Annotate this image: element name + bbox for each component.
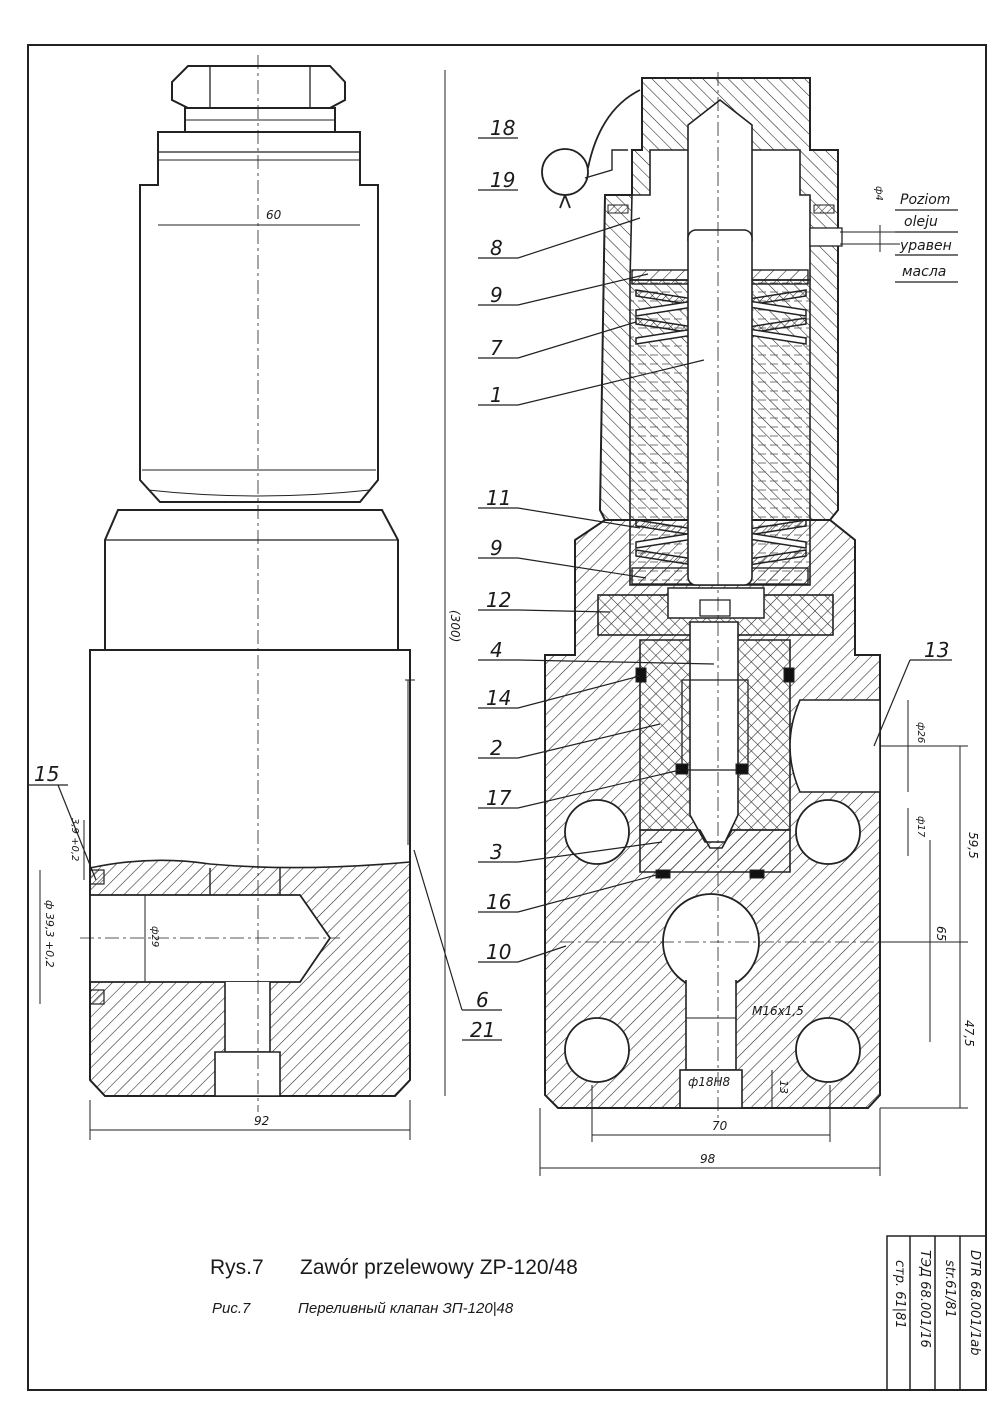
dim-phi4: ф4 (873, 186, 884, 201)
callout-13: 13 (924, 638, 950, 662)
callout-12: 12 (486, 588, 512, 612)
leader-lines (28, 137, 958, 1041)
callout-8: 8 (490, 236, 503, 260)
left-view (80, 55, 411, 1112)
dim-98: 98 (700, 1152, 716, 1166)
caption-ru-figure: Рис.7 (212, 1300, 251, 1317)
dim-3-9: 3,9 +0,2 (69, 818, 80, 862)
dim-47-5: 47,5 (962, 1020, 976, 1047)
right-view (544, 72, 890, 1118)
callout-14: 14 (486, 686, 512, 710)
oil-level-ru-2: масла (902, 264, 947, 280)
dim-m16: M16x1,5 (752, 1004, 804, 1018)
callout-6: 6 (476, 988, 489, 1012)
callout-7: 7 (490, 336, 503, 360)
callout-19: 19 (490, 168, 516, 192)
title-block-ted: ТЭД 68.001/16 (917, 1250, 932, 1348)
title-block-page-ru: стр. 61|81 (892, 1260, 907, 1329)
callout-9-lower: 9 (490, 536, 503, 560)
callout-18: 18 (490, 116, 516, 140)
dim-92: 92 (254, 1114, 270, 1128)
right-dimensions (539, 225, 968, 1176)
dim-65: 65 (934, 926, 948, 942)
callout-9-upper: 9 (490, 283, 503, 307)
left-dimensions (39, 70, 446, 1140)
callout-17: 17 (486, 786, 512, 810)
oil-level-pl-2: oleju (904, 214, 938, 230)
callout-16: 16 (486, 890, 512, 914)
dim-phi39-3: ф 39,3 +0,2 (43, 900, 56, 968)
callout-10: 10 (486, 940, 512, 964)
dim-phi17: ф17 (915, 816, 926, 838)
caption-pl-figure: Rys.7 (210, 1256, 264, 1279)
sheet-border (27, 44, 987, 1391)
callout-11: 11 (486, 486, 512, 510)
dim-phi18: ф18H8 (688, 1075, 731, 1089)
callout-2: 2 (490, 736, 503, 760)
dim-59-5: 59,5 (966, 832, 980, 859)
callout-4: 4 (490, 638, 503, 662)
dim-phi29: ф29 (149, 926, 160, 948)
title-block-dtr: DTR 68.001/1ab (967, 1250, 982, 1356)
dim-70: 70 (712, 1119, 728, 1133)
oil-level-ru-1: уравен (900, 238, 952, 254)
oil-level-pl-1: Poziom (900, 192, 951, 208)
dim-60: 60 (266, 208, 282, 222)
callout-3: 3 (490, 840, 503, 864)
dim-phi26: ф26 (915, 722, 926, 744)
callout-1: 1 (490, 383, 503, 407)
title-block-page-pl: str.61/81 (942, 1260, 957, 1318)
callout-21: 21 (470, 1018, 496, 1042)
caption-pl-title: Zawór przelewowy ZP-120/48 (300, 1256, 578, 1279)
dim-300: (300) (448, 610, 462, 643)
pressure-gauge (541, 89, 641, 209)
title-block (886, 1235, 987, 1391)
callout-15: 15 (34, 762, 60, 786)
caption-ru-title: Переливный клапан ЗП-120|48 (298, 1300, 514, 1317)
dim-13: 13 (777, 1080, 790, 1094)
